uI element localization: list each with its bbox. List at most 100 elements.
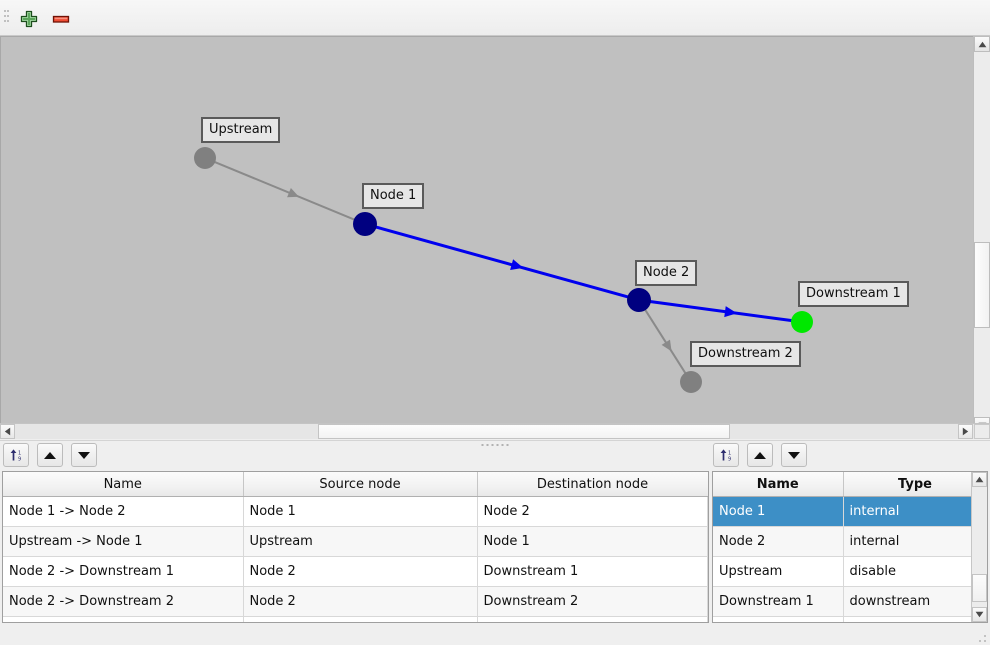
node-cell-name: Node 1	[713, 496, 844, 527]
node-scroll-down-button[interactable]	[972, 607, 987, 622]
sort-order-icon: 1 9	[720, 448, 731, 462]
edge-cell-source-node: Upstream	[243, 526, 478, 557]
edge-table-column-header[interactable]: Source node	[243, 472, 478, 497]
edge-move-up-button[interactable]	[37, 443, 63, 467]
caret-up-icon	[978, 41, 986, 47]
graph-node-label-node1[interactable]: Node 1	[362, 183, 425, 209]
caret-up-icon	[975, 476, 984, 483]
node-cell-type: internal	[843, 526, 987, 557]
svg-text:9: 9	[728, 456, 731, 462]
node-cell-name: Upstream	[713, 556, 844, 587]
graph-node-label-node2[interactable]: Node 2	[635, 260, 698, 286]
node-table-column-header[interactable]: Name	[713, 472, 844, 497]
svg-text:9: 9	[18, 456, 21, 462]
edge-sort-order-button[interactable]: 1 9	[3, 443, 29, 467]
graph-node-node1[interactable]	[353, 212, 377, 236]
edge-filler-cell	[3, 616, 244, 622]
node-move-down-button[interactable]	[781, 443, 807, 467]
svg-text:1: 1	[18, 450, 21, 456]
node-move-up-button[interactable]	[747, 443, 773, 467]
canvas-horizontal-scrollbar[interactable]	[0, 423, 990, 439]
main-toolbar	[0, 0, 990, 36]
panel-splitter[interactable]	[0, 440, 990, 449]
caret-down-icon	[975, 611, 984, 618]
graph-node-downstream1[interactable]	[791, 311, 813, 333]
node-cell-name: Node 2	[713, 526, 844, 557]
scroll-right-button[interactable]	[958, 424, 973, 439]
scrollbar-corner	[974, 424, 990, 439]
toolbar-drag-handle[interactable]	[4, 10, 9, 26]
horizontal-scroll-thumb[interactable]	[318, 424, 730, 439]
node-sort-order-button[interactable]: 1 9	[713, 443, 739, 467]
node-table-scrollbar[interactable]	[971, 472, 987, 622]
graph-node-node2[interactable]	[627, 288, 651, 312]
delete-node-button[interactable]	[50, 8, 72, 30]
edge-cell-source-node: Node 2	[243, 556, 478, 587]
scroll-left-button[interactable]	[0, 424, 15, 439]
graph-edge-node2-downstream2[interactable]	[644, 308, 687, 375]
graph-edge-node1-node2[interactable]	[375, 225, 629, 299]
edge-cell-name: Upstream -> Node 1	[3, 526, 244, 557]
node-scroll-up-button[interactable]	[972, 472, 987, 487]
svg-text:1: 1	[728, 450, 731, 456]
vertical-scroll-track[interactable]	[974, 52, 990, 417]
node-cell-type: downstream	[843, 586, 987, 617]
node-cell-name: Downstream 1	[713, 586, 844, 617]
scroll-up-button[interactable]	[974, 36, 990, 52]
splitter-grip	[481, 444, 509, 446]
node-cell-type: internal	[843, 496, 987, 527]
triangle-up-icon	[44, 451, 56, 459]
node-filler-cell	[713, 616, 844, 622]
node-scroll-thumb[interactable]	[972, 574, 987, 602]
edge-filler-cell	[243, 616, 478, 622]
triangle-down-icon	[788, 451, 800, 459]
window-resize-grip[interactable]	[979, 635, 986, 642]
graph-edge-node2-downstream1[interactable]	[649, 299, 793, 323]
graph-drawing[interactable]	[1, 37, 976, 419]
graph-node-label-downstream2[interactable]: Downstream 2	[690, 341, 801, 367]
canvas-vertical-scrollbar[interactable]	[973, 36, 990, 433]
add-node-button[interactable]	[18, 8, 40, 30]
graph-node-label-downstream1[interactable]: Downstream 1	[798, 281, 909, 307]
edge-arrowhead-upstream-node1	[287, 188, 299, 198]
graph-node-label-upstream[interactable]: Upstream	[201, 117, 281, 143]
vertical-scroll-thumb[interactable]	[974, 242, 990, 328]
edge-cell-source-node: Node 2	[243, 586, 478, 617]
edge-table-filler-row	[3, 616, 708, 622]
edge-cell-name: Node 2 -> Downstream 1	[3, 556, 244, 587]
edge-arrowhead-node2-downstream1	[724, 306, 738, 318]
edge-table-column-header[interactable]: Destination node	[477, 472, 708, 497]
triangle-down-icon	[78, 451, 90, 459]
edge-cell-source-node: Node 1	[243, 496, 478, 527]
caret-left-icon	[4, 427, 11, 436]
graph-node-downstream2[interactable]	[680, 371, 702, 393]
edge-arrowhead-node1-node2	[510, 259, 524, 271]
edge-cell-name: Node 1 -> Node 2	[3, 496, 244, 527]
minus-icon	[52, 15, 70, 23]
node-layer	[194, 147, 813, 393]
graph-edge-upstream-node1[interactable]	[213, 160, 356, 221]
graph-node-upstream[interactable]	[194, 147, 216, 169]
caret-right-icon	[962, 427, 969, 436]
node-filler-cell	[843, 616, 987, 622]
edge-move-down-button[interactable]	[71, 443, 97, 467]
node-table-filler-row	[713, 616, 987, 622]
sort-order-icon: 1 9	[10, 448, 21, 462]
edge-table-column-header[interactable]: Name	[3, 472, 244, 497]
node-table-column-header[interactable]: Type	[843, 472, 987, 497]
